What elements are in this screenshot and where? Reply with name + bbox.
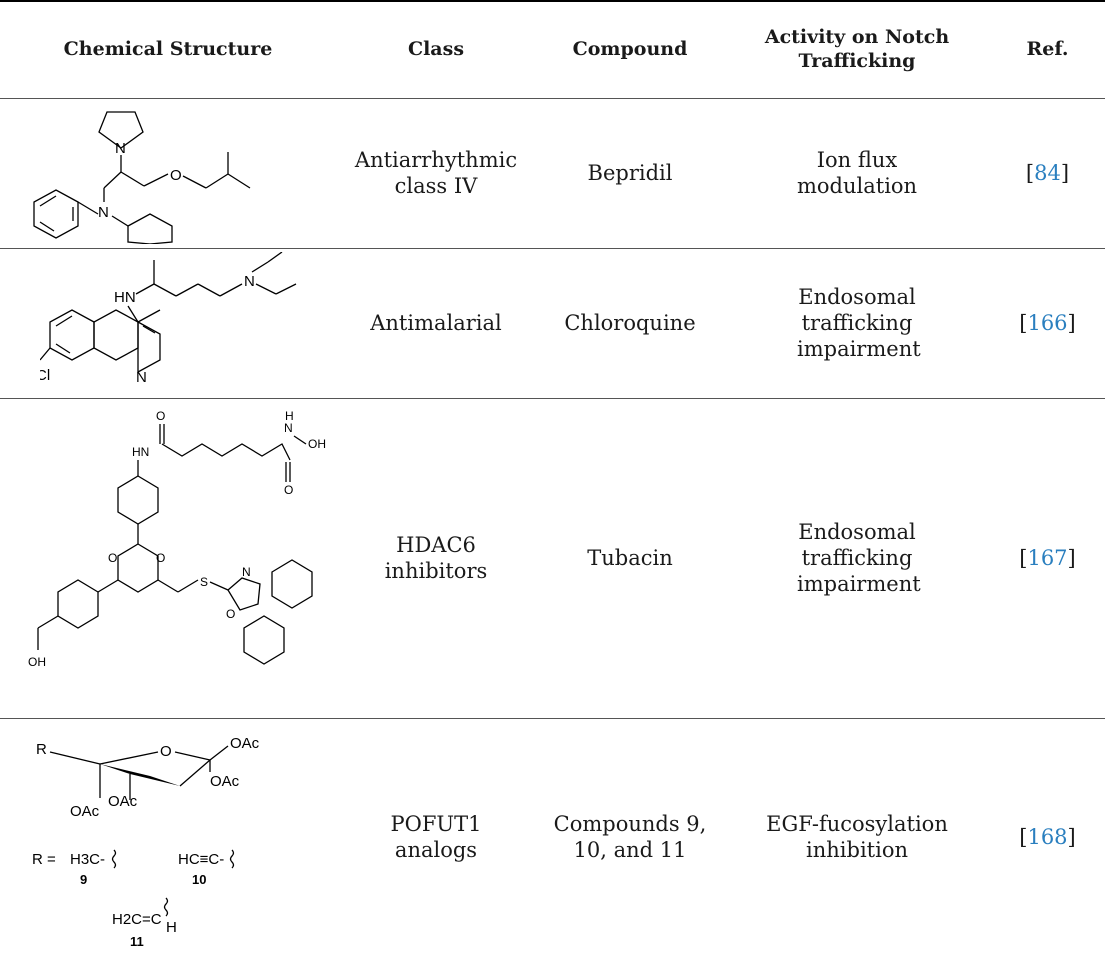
header-activity: Activity on Notch Trafficking	[764, 26, 950, 72]
row1-activity: Ion flux modulation	[797, 148, 918, 198]
header-chemical-structure: Chemical Structure	[63, 38, 273, 60]
chloroquine-n2: N	[136, 369, 147, 386]
tubacin-oh1: OH	[308, 437, 326, 451]
tubacin-n: N	[284, 421, 293, 435]
tubacin-o1: O	[156, 409, 165, 423]
row2-compound: Chloroquine	[564, 311, 696, 335]
row2-ref: [166]	[1019, 311, 1076, 335]
row2-activity: Endosomal trafficking impairment	[797, 285, 921, 361]
header-class: Class	[407, 38, 465, 60]
pofut-s10: HC≡C-	[178, 851, 224, 868]
row-divider-2	[0, 398, 1105, 399]
structure-tubacin: O HN H N OH O O O S N O OH	[20, 404, 330, 714]
pofut-oac3: OAc	[70, 803, 100, 820]
row3-compound: Tubacin	[587, 546, 673, 570]
row1-class: Antiarrhythmic class IV	[354, 148, 518, 198]
tubacin-o2: O	[284, 483, 293, 497]
tubacin-oh2: OH	[28, 655, 46, 669]
row4-activity: EGF-fucosylation inhibition	[766, 812, 948, 862]
row3-class: HDAC6 inhibitors	[384, 533, 488, 583]
pofut-n9: 9	[80, 872, 87, 887]
row2-class: Antimalarial	[370, 311, 502, 335]
pofut-s9: H3C-	[70, 851, 105, 868]
structure-bepridil: N O N	[20, 102, 320, 245]
tubacin-o3: O	[108, 551, 117, 565]
row1-compound: Bepridil	[587, 161, 673, 185]
structure-chloroquine: N HN N Cl	[36, 251, 320, 394]
row4-compound: Compounds 9, 10, and 11	[553, 812, 707, 862]
table-top-rule	[0, 0, 1105, 2]
tubacin-hn: HN	[132, 445, 149, 459]
header-compound: Compound	[572, 38, 688, 60]
ref-link-166[interactable]: 166	[1027, 311, 1068, 335]
pofut-n10: 10	[192, 872, 206, 887]
header-ref: Ref.	[1026, 38, 1069, 60]
chloroquine-hn: HN	[114, 289, 136, 306]
ref-link-167[interactable]: 167	[1027, 546, 1068, 570]
bepridil-n2: N	[98, 204, 109, 221]
tubacin-nh: H	[285, 409, 294, 423]
pofut-oac4: OAc	[108, 793, 138, 810]
pofut-r: R	[36, 741, 47, 758]
tubacin-o4: O	[156, 551, 165, 565]
bepridil-o1: O	[170, 167, 182, 184]
pofut-n11: 11	[130, 934, 144, 949]
row4-class: POFUT1 analogs	[390, 812, 482, 862]
tubacin-n3: N	[242, 565, 251, 579]
row-divider-3	[0, 718, 1105, 719]
structure-pofut1-analogs: R O OAc OAc OAc OAc R = H3C- HC≡C- 9 10 …	[30, 724, 320, 954]
bepridil-n1: N	[115, 140, 126, 157]
chloroquine-n1: N	[244, 273, 255, 290]
pofut-r-eq: R =	[32, 851, 56, 868]
pofut-oac2: OAc	[210, 773, 240, 790]
pofut-o: O	[160, 743, 172, 760]
header-bottom-rule	[0, 98, 1105, 99]
tubacin-o5: O	[226, 607, 235, 621]
ref-link-168[interactable]: 168	[1027, 825, 1068, 849]
pofut-s11b: H	[166, 919, 177, 936]
row1-ref: [84]	[1025, 161, 1070, 185]
row3-activity: Endosomal trafficking impairment	[797, 520, 921, 596]
row3-ref: [167]	[1019, 546, 1076, 570]
pofut-oac1: OAc	[230, 735, 260, 752]
pofut-s11a: H2C=C	[112, 911, 162, 928]
row-divider-1	[0, 248, 1105, 249]
tubacin-s: S	[200, 575, 208, 589]
chloroquine-cl: Cl	[40, 367, 50, 384]
ref-link-84[interactable]: 84	[1034, 161, 1061, 185]
row4-ref: [168]	[1019, 825, 1076, 849]
